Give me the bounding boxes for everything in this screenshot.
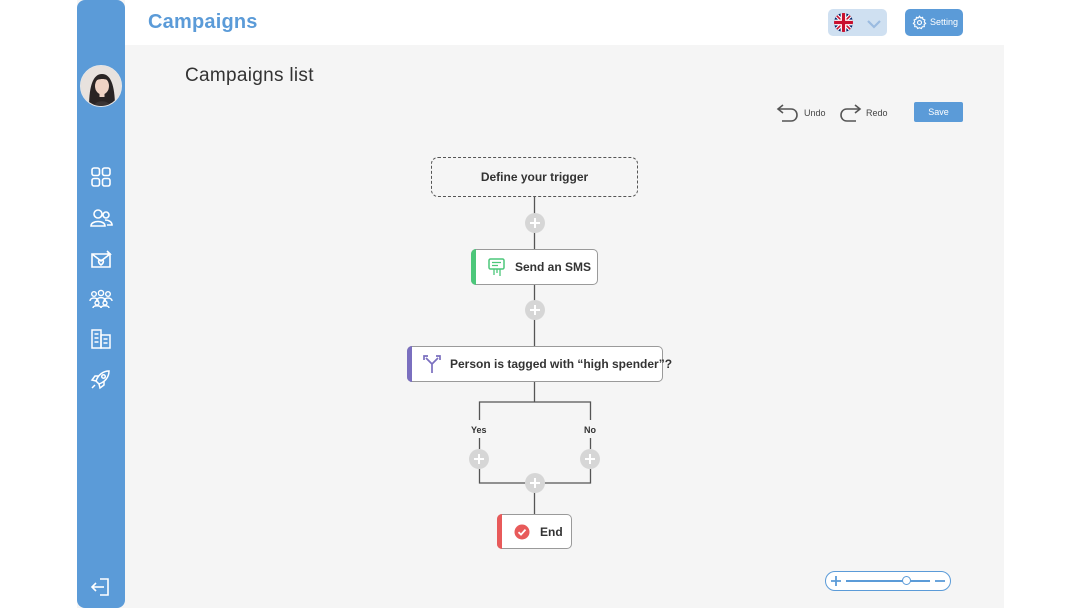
no-branch-label: No <box>584 425 596 435</box>
trigger-node[interactable]: Define your trigger <box>431 157 638 197</box>
zoom-control <box>825 571 951 591</box>
chevron-down-icon <box>866 17 882 29</box>
add-step-yes-button[interactable] <box>469 449 489 469</box>
zoom-in-icon[interactable] <box>828 573 844 589</box>
send-sms-node[interactable]: Send an SMS <box>471 249 598 285</box>
undo-label: Undo <box>804 108 826 118</box>
add-step-button[interactable] <box>525 213 545 233</box>
node-accent-bar <box>407 346 412 382</box>
yes-branch-label: Yes <box>471 425 487 435</box>
top-header: Campaigns Setting <box>125 0 1004 45</box>
rocket-icon[interactable] <box>89 367 113 391</box>
zoom-slider-handle[interactable] <box>901 576 911 585</box>
dashboard-grid-icon[interactable] <box>89 165 113 189</box>
sms-icon <box>488 258 505 276</box>
gear-icon <box>912 15 927 30</box>
contacts-icon[interactable] <box>89 206 113 230</box>
redo-button[interactable]: Redo <box>838 101 890 123</box>
redo-label: Redo <box>866 108 888 118</box>
add-step-button[interactable] <box>525 473 545 493</box>
end-node[interactable]: End <box>497 514 572 549</box>
avatar[interactable] <box>80 65 122 107</box>
zoom-out-icon[interactable] <box>932 573 948 589</box>
node-accent-bar <box>497 514 502 549</box>
save-button[interactable]: Save <box>914 102 963 122</box>
uk-flag-icon <box>834 13 853 32</box>
setting-label: Setting <box>930 17 959 27</box>
page-title: Campaigns list <box>185 65 314 86</box>
undo-icon <box>776 104 798 122</box>
end-label: End <box>540 524 563 539</box>
logout-icon[interactable] <box>89 575 113 599</box>
send-sms-label: Send an SMS <box>515 260 592 274</box>
split-branch-icon <box>423 355 441 373</box>
app-title: Campaigns <box>148 11 258 33</box>
end-check-icon <box>514 524 530 540</box>
groups-icon[interactable] <box>89 286 113 310</box>
condition-label: Person is tagged with “high spender”? <box>450 357 673 371</box>
buildings-icon[interactable] <box>89 327 113 351</box>
node-accent-bar <box>471 249 476 285</box>
campaign-mail-icon[interactable] <box>89 248 113 272</box>
setting-button[interactable]: Setting <box>905 9 963 36</box>
add-step-button[interactable] <box>525 300 545 320</box>
condition-node[interactable]: Person is tagged with “high spender”? <box>407 346 672 382</box>
add-step-no-button[interactable] <box>580 449 600 469</box>
language-selector[interactable] <box>828 9 887 36</box>
zoom-track[interactable] <box>846 580 930 582</box>
sidebar <box>77 0 125 608</box>
undo-button[interactable]: Undo <box>776 101 828 123</box>
redo-icon <box>840 104 862 122</box>
